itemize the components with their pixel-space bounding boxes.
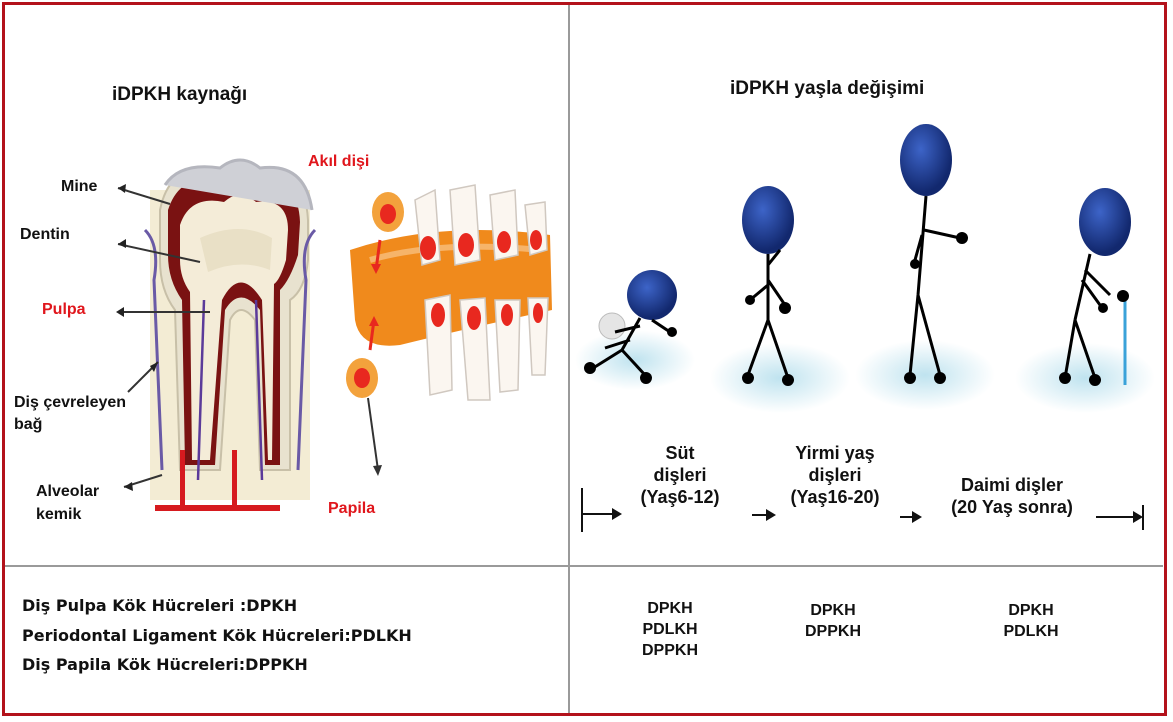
legend-line-pdlkh: Periodontal Ligament Kök Hücreleri:PDLKH xyxy=(22,626,412,645)
stage-2-cells: DPKH DPPKH xyxy=(778,600,888,642)
stage-3-cells: DPKH PDLKH xyxy=(976,600,1086,642)
stage-3-label: Daimi dişler (20 Yaş sonra) xyxy=(924,474,1100,518)
stage-2-label: Yirmi yaş dişleri (Yaş16-20) xyxy=(772,442,898,508)
legend-line-dpkh: Diş Pulpa Kök Hücreleri :DPKH xyxy=(22,596,297,615)
legend-line-dppkh: Diş Papila Kök Hücreleri:DPPKH xyxy=(22,655,308,674)
stage-1-label: Süt dişleri (Yaş6-12) xyxy=(620,442,740,508)
stage-1-cells: DPKH PDLKH DPPKH xyxy=(615,598,725,661)
